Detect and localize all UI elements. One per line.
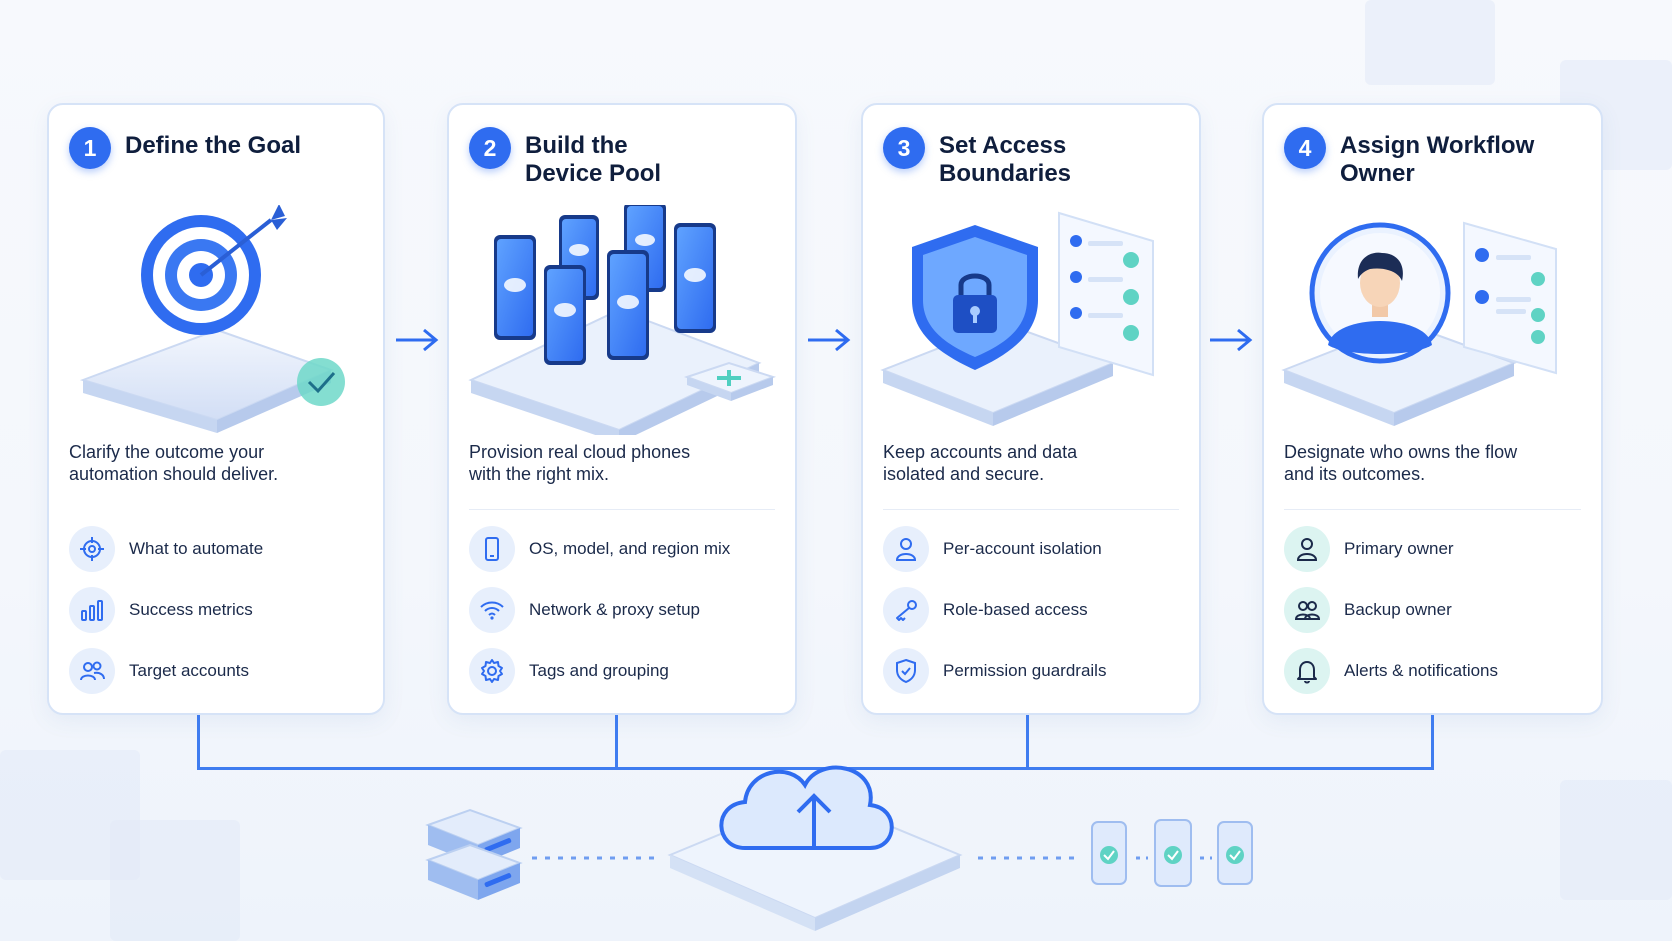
step-description: Designate who owns the flow and its outc… xyxy=(1284,442,1518,484)
user-icon xyxy=(883,525,929,572)
step-header: 1 Define the Goal xyxy=(69,127,335,169)
background-cube xyxy=(1560,780,1672,900)
connector-line xyxy=(615,715,618,770)
list-item: Primary owner xyxy=(1284,525,1498,572)
step-card-device-pool: 2 Build the Device Pool xyxy=(447,103,797,715)
bar-chart-icon xyxy=(69,586,115,633)
bell-icon xyxy=(1284,647,1330,694)
list-item: Tags and grouping xyxy=(469,647,730,694)
step-header: 4 Assign Workflow Owner xyxy=(1284,127,1550,188)
user-icon xyxy=(1284,525,1330,572)
step-item-list: Primary owner Backup owner Alerts & noti… xyxy=(1284,525,1498,708)
list-item: OS, model, and region mix xyxy=(469,525,730,572)
item-label: Network & proxy setup xyxy=(529,599,701,619)
permission-list-panel xyxy=(1058,211,1154,377)
list-item: Backup owner xyxy=(1284,586,1498,633)
list-item: Alerts & notifications xyxy=(1284,647,1498,694)
background-cube xyxy=(110,820,240,941)
item-label: Target accounts xyxy=(129,660,250,680)
wifi-icon xyxy=(469,586,515,633)
step-description: Keep accounts and data isolated and secu… xyxy=(883,442,1078,484)
step-title: Define the Goal xyxy=(125,132,302,159)
target-illustration xyxy=(79,205,345,433)
gear-icon xyxy=(469,647,515,694)
item-label: Permission guardrails xyxy=(943,660,1107,680)
item-label: Per-account isolation xyxy=(943,538,1102,558)
users-icon xyxy=(69,647,115,694)
avatar-icon xyxy=(1309,222,1451,364)
check-badge-icon xyxy=(297,358,345,406)
step-card-workflow-owner: 4 Assign Workflow Owner Designate who ow… xyxy=(1262,103,1603,715)
plus-badge-icon xyxy=(683,361,777,401)
key-icon xyxy=(883,586,929,633)
list-item: Permission guardrails xyxy=(883,647,1106,694)
step-number-badge: 1 xyxy=(69,127,111,169)
step-item-list: OS, model, and region mix Network & prox… xyxy=(469,525,730,708)
step-number-badge: 2 xyxy=(469,127,511,169)
smartphone-icon xyxy=(469,525,515,572)
step-description: Provision real cloud phones with the rig… xyxy=(469,442,691,484)
arrow-right-icon xyxy=(1210,328,1253,352)
verified-phone-icon xyxy=(1154,819,1192,887)
step-card-access-boundaries: 3 Set Access Boundaries Keep accounts an… xyxy=(861,103,1201,715)
shield-illustration xyxy=(880,211,1154,426)
step-header: 2 Build the Device Pool xyxy=(469,127,675,188)
item-label: Backup owner xyxy=(1344,599,1452,619)
lock-icon xyxy=(953,273,997,333)
list-item: Network & proxy setup xyxy=(469,586,730,633)
step-number-badge: 4 xyxy=(1284,127,1326,169)
step-title: Build the Device Pool xyxy=(525,132,662,187)
step-title: Assign Workflow Owner xyxy=(1340,132,1535,187)
verified-phone-icon xyxy=(1091,821,1127,885)
list-item: What to automate xyxy=(69,525,263,572)
list-item: Target accounts xyxy=(69,647,263,694)
step-title: Set Access Boundaries xyxy=(939,132,1072,187)
arrow-right-icon xyxy=(396,328,439,352)
owner-illustration xyxy=(1281,221,1557,426)
connector-line xyxy=(1026,715,1029,770)
verified-phone-icon xyxy=(1217,821,1253,885)
item-label: Tags and grouping xyxy=(529,660,669,680)
connector-line xyxy=(197,715,200,770)
step-item-list: What to automate Success metrics Target … xyxy=(69,525,263,708)
shield-icon xyxy=(883,647,929,694)
users-icon xyxy=(1284,586,1330,633)
step-card-define-goal: 1 Define the Goal Clarify the outcome yo… xyxy=(47,103,385,715)
background-cube xyxy=(1365,0,1495,85)
arrow-right-icon xyxy=(808,328,851,352)
connector-line xyxy=(197,767,1434,770)
step-number-badge: 3 xyxy=(883,127,925,169)
item-label: Role-based access xyxy=(943,599,1088,619)
item-label: OS, model, and region mix xyxy=(529,538,731,558)
list-item: Success metrics xyxy=(69,586,263,633)
divider xyxy=(883,509,1179,510)
list-item: Per-account isolation xyxy=(883,525,1106,572)
cloud-sync-illustration xyxy=(425,765,1253,931)
divider xyxy=(1284,509,1581,510)
divider xyxy=(469,509,775,510)
item-label: Success metrics xyxy=(129,599,253,619)
owner-list-panel xyxy=(1463,221,1557,375)
list-item: Role-based access xyxy=(883,586,1106,633)
connector-line xyxy=(1431,715,1434,770)
step-header: 3 Set Access Boundaries xyxy=(883,127,1099,188)
cloud-upload-icon xyxy=(719,765,894,850)
step-description: Clarify the outcome your automation shou… xyxy=(69,442,279,484)
server-stack-icon xyxy=(425,808,523,900)
smartphone-icon xyxy=(494,205,716,365)
phones-illustration xyxy=(468,205,777,435)
item-label: Primary owner xyxy=(1344,538,1454,558)
crosshair-icon xyxy=(69,525,115,572)
item-label: Alerts & notifications xyxy=(1344,660,1499,680)
step-item-list: Per-account isolation Role-based access … xyxy=(883,525,1106,708)
item-label: What to automate xyxy=(129,538,264,558)
